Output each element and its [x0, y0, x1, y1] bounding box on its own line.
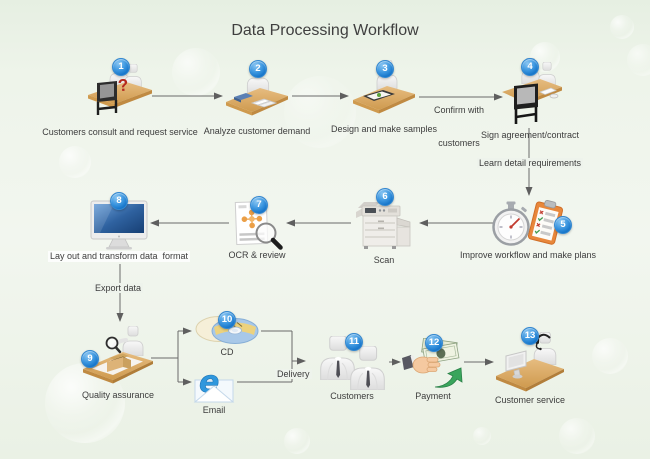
node-email: e Email	[164, 366, 264, 416]
consult-desk-icon: ?	[88, 60, 152, 115]
bubble	[473, 427, 491, 445]
email-envelope-icon: e	[193, 366, 235, 403]
step-badge-6: 6	[376, 188, 394, 206]
step-badge-12: 12	[425, 334, 443, 352]
step-badge-1: 1	[112, 58, 130, 76]
node-label: CD	[220, 347, 234, 357]
bubble	[284, 76, 356, 148]
node-label: Customer service	[494, 395, 566, 405]
node-label: Quality assurance	[81, 390, 155, 400]
bubble	[627, 44, 650, 76]
inspect-package-icon	[83, 326, 153, 384]
step-badge-9: 9	[81, 350, 99, 368]
clipboard	[527, 199, 564, 245]
node-label: Email	[202, 405, 226, 415]
sign-contract-desk-icon	[502, 58, 562, 124]
copier-scanner-icon	[356, 202, 411, 249]
step-badge-13: 13	[521, 327, 539, 345]
node-label: Customers	[330, 391, 374, 401]
edge-label-confirm: Confirm with customers	[433, 105, 484, 148]
branch-lines	[151, 330, 293, 383]
edge-label-delivery: Delivery	[275, 369, 312, 379]
svg-text:?: ?	[117, 75, 129, 95]
node-label: Payment	[415, 391, 451, 401]
step-badge-5: 5	[554, 216, 572, 234]
node-consult: ? Customers consult and request service	[25, 58, 215, 138]
stopwatch-clipboard-icon	[492, 199, 564, 246]
support-agent-desk-icon	[496, 332, 564, 392]
node-sign: Sign agreement/contract	[440, 58, 620, 141]
bubble	[59, 146, 91, 178]
node-quality: Quality assurance	[38, 322, 198, 401]
bubble	[284, 428, 310, 454]
design-tablet-desk-icon	[353, 60, 415, 114]
step-badge-4: 4	[521, 58, 539, 76]
node-customers: Customers	[292, 336, 412, 402]
node-layout: Lay out and transform data format	[29, 200, 209, 262]
bubble	[559, 418, 595, 454]
node-label: OCR & review	[228, 250, 286, 260]
stopwatch	[492, 201, 530, 246]
node-service: Customer service	[470, 330, 590, 406]
node-label: Improve workflow and make plans	[459, 250, 597, 260]
analyze-books-desk-icon	[226, 62, 288, 116]
node-label: Scan	[373, 255, 395, 265]
node-improve-plan: Improve workflow and make plans	[438, 198, 618, 261]
step-badge-8: 8	[110, 192, 128, 210]
node-design: Design and make samples	[294, 60, 474, 135]
step-badge-7: 7	[250, 196, 268, 214]
bubble	[172, 48, 220, 96]
bubble	[592, 338, 628, 374]
node-scan: Scan	[324, 196, 444, 266]
node-analyze: Analyze customer demand	[167, 60, 347, 137]
node-label: Lay out and transform data format	[47, 251, 191, 262]
node-label: Analyze customer demand	[203, 126, 311, 136]
bubble	[610, 15, 634, 39]
step-badge-10: 10	[218, 311, 236, 329]
step-badge-3: 3	[376, 60, 394, 78]
node-label: Sign agreement/contract	[480, 130, 580, 140]
step-badge-11: 11	[345, 333, 363, 351]
node-label: Design and make samples	[330, 124, 438, 134]
diagram-title: Data Processing Workflow	[231, 22, 419, 39]
node-label: Customers consult and request service	[42, 127, 198, 137]
step-badge-2: 2	[249, 60, 267, 78]
edge-label-learn: Learn detail requirements	[477, 158, 584, 168]
edge-label-export: Export data	[93, 283, 144, 293]
